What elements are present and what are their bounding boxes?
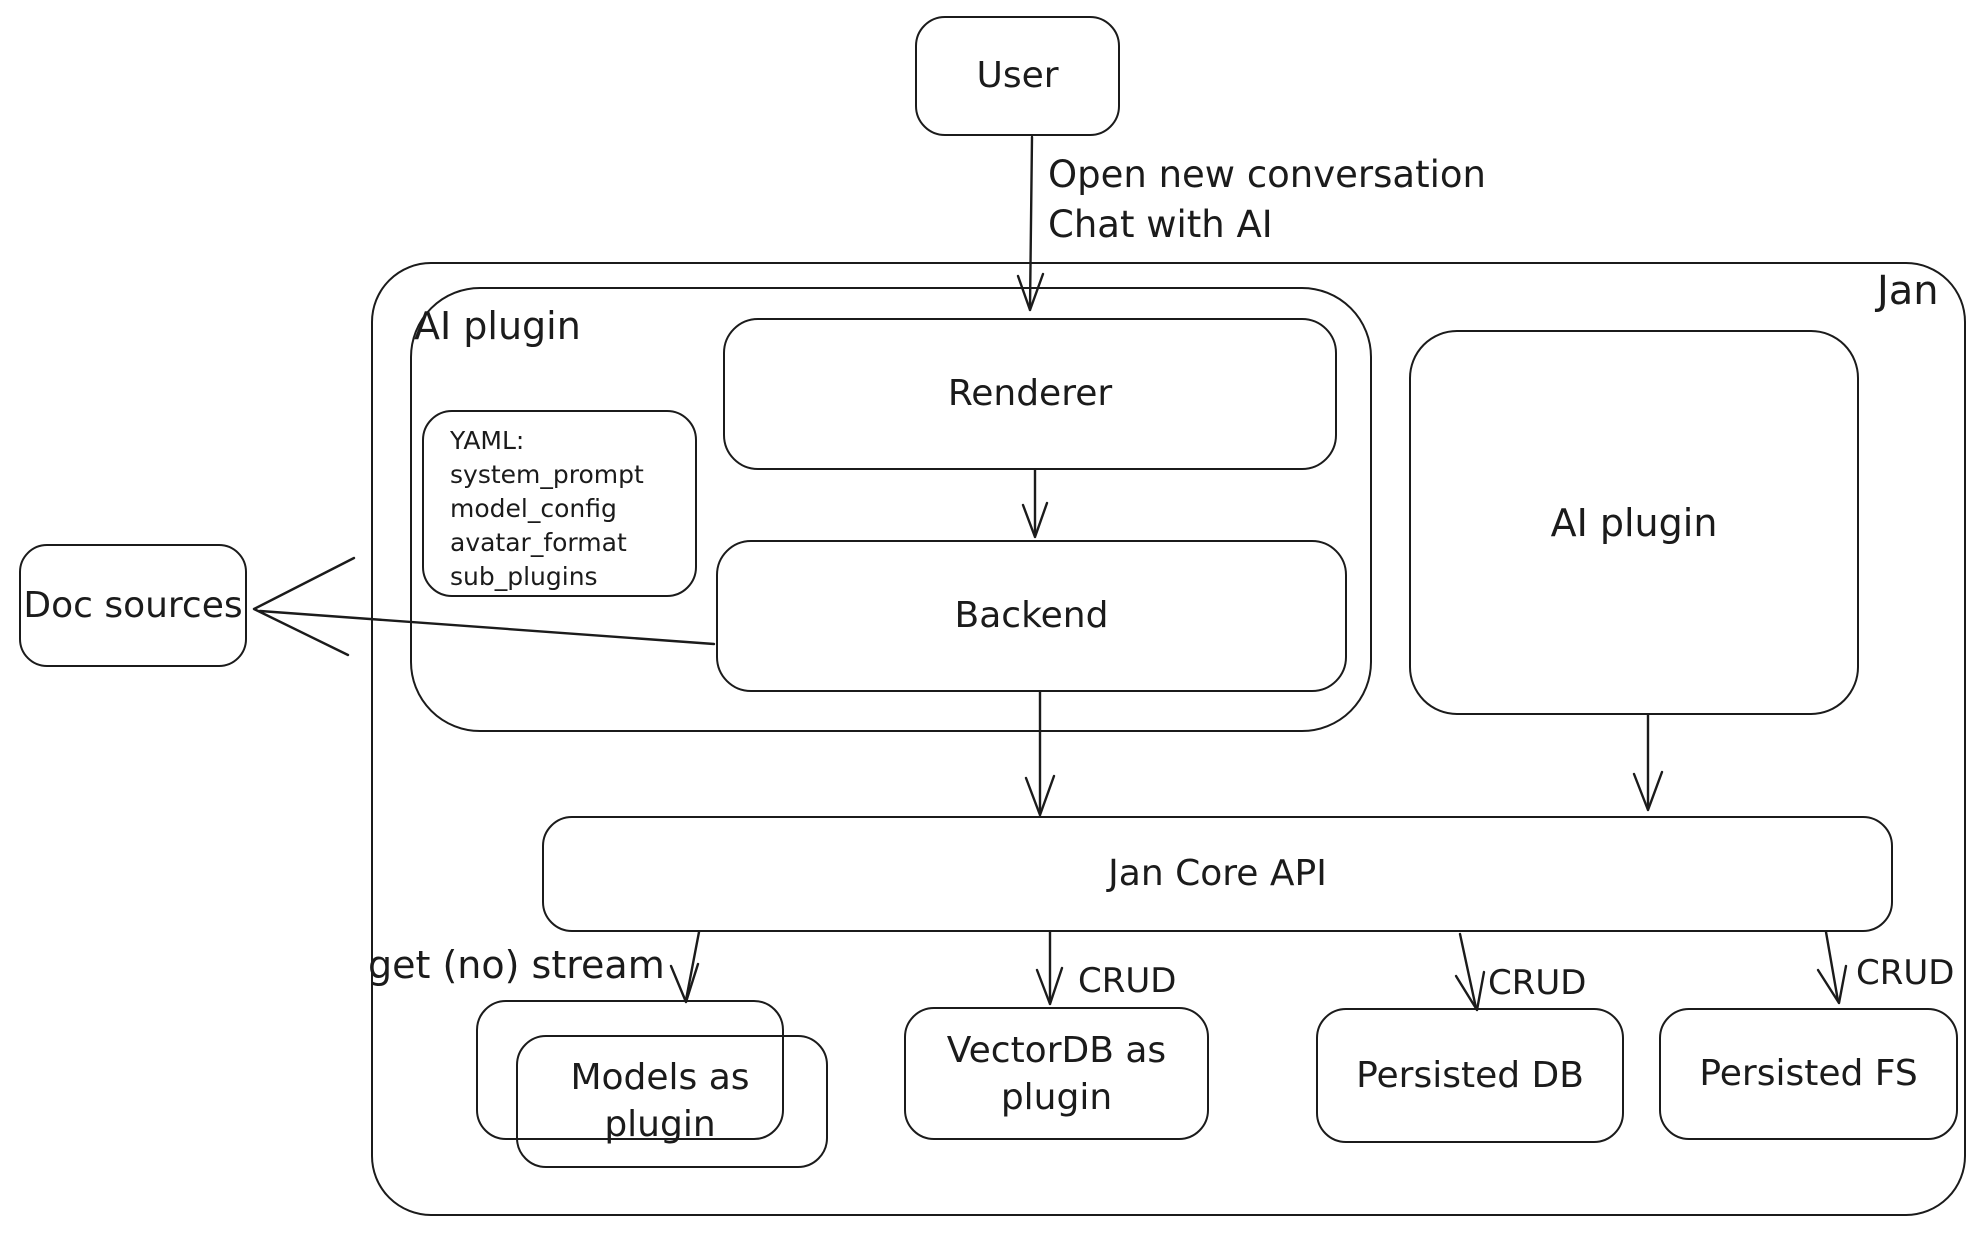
node-persisted-db-label: Persisted DB (1356, 1054, 1584, 1096)
yaml-note-line: avatar_format (450, 528, 627, 557)
ai-plugin-group-container (410, 287, 1372, 732)
edge-label-chat-with-ai: Chat with AI (1048, 203, 1273, 246)
edge-label-crud-vectordb: CRUD (1078, 961, 1177, 1001)
edge-label-crud-persisted-db: CRUD (1488, 963, 1587, 1003)
ai-plugin-group-label: AI plugin (414, 304, 581, 348)
yaml-note-line: system_prompt (450, 460, 644, 489)
node-doc-sources: Doc sources (19, 544, 247, 667)
jan-container-label: Jan (1877, 268, 1939, 314)
node-user: User (915, 16, 1120, 136)
node-user-label: User (976, 55, 1059, 96)
node-renderer-label: Renderer (947, 373, 1113, 414)
node-backend-label: Backend (954, 595, 1109, 636)
node-jan-core-api-label: Jan Core API (1108, 853, 1327, 894)
node-doc-sources-label: Doc sources (23, 584, 243, 626)
node-vectordb-plugin: VectorDB as plugin (904, 1007, 1209, 1140)
edge-label-get-no-stream: get (no) stream (368, 943, 665, 987)
edge-label-crud-persisted-fs: CRUD (1856, 953, 1955, 993)
node-ai-plugin-right-label: AI plugin (1550, 500, 1718, 545)
node-models-plugin-label: Models as plugin (570, 1057, 750, 1145)
node-models-plugin-back (476, 1000, 784, 1140)
node-vectordb-plugin-label: VectorDB as plugin (946, 1029, 1167, 1118)
node-persisted-fs: Persisted FS (1659, 1008, 1958, 1140)
node-renderer: Renderer (723, 318, 1337, 470)
node-persisted-db: Persisted DB (1316, 1008, 1624, 1143)
node-persisted-fs-label: Persisted FS (1699, 1053, 1918, 1094)
node-models-plugin-front (516, 1035, 828, 1168)
yaml-note-line: model_config (450, 494, 617, 523)
jan-container (371, 262, 1966, 1216)
yaml-note: YAML: system_prompt model_config avatar_… (422, 410, 697, 597)
node-backend: Backend (716, 540, 1347, 692)
edge-label-open-new-conversation: Open new conversation (1048, 153, 1486, 196)
node-ai-plugin-right: AI plugin (1409, 330, 1859, 715)
node-jan-core-api: Jan Core API (542, 816, 1893, 932)
yaml-note-line: YAML: (450, 426, 525, 455)
yaml-note-line: sub_plugins (450, 562, 598, 591)
